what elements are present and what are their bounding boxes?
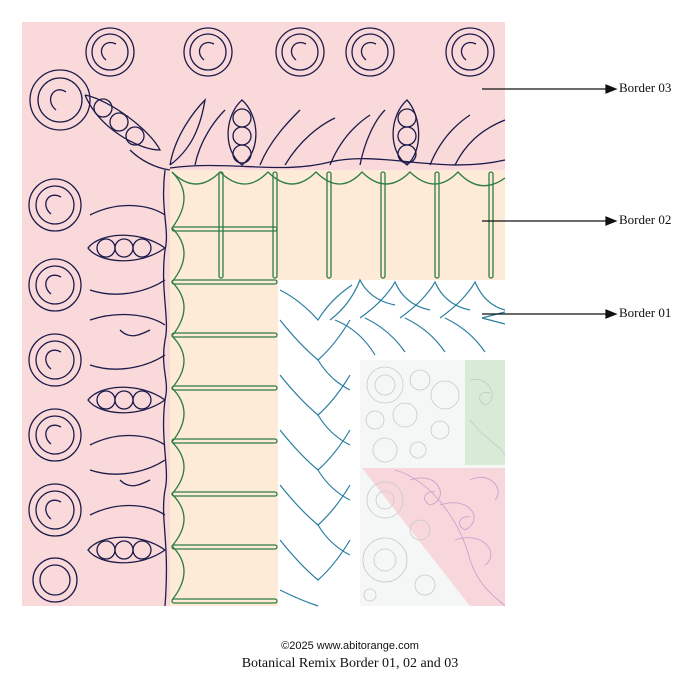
center-quilt bbox=[360, 360, 506, 607]
label-arrows bbox=[482, 84, 618, 319]
border-02-label: Border 02 bbox=[619, 212, 672, 227]
border-02-motifs bbox=[171, 171, 506, 604]
border-01-label: Border 01 bbox=[619, 305, 672, 320]
border-03-label: Border 03 bbox=[619, 80, 672, 95]
diagram-title: Botanical Remix Border 01, 02 and 03 bbox=[241, 656, 459, 671]
border-02-region bbox=[170, 170, 505, 606]
border-01-motifs bbox=[279, 278, 506, 607]
copyright-text: ©2025 www.abitorange.com bbox=[281, 640, 419, 652]
border-03-motifs bbox=[28, 27, 506, 607]
